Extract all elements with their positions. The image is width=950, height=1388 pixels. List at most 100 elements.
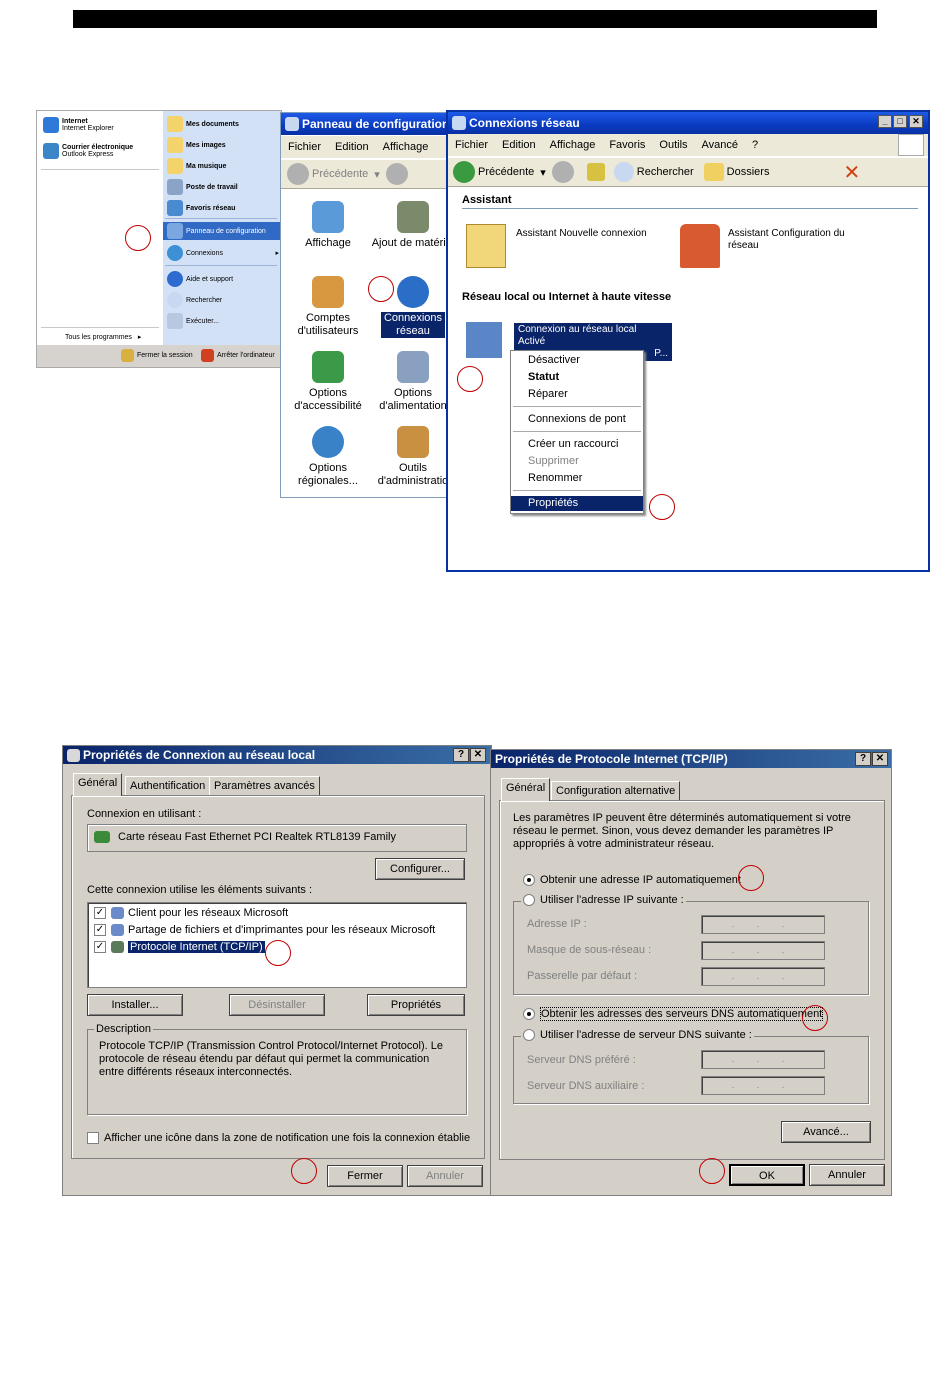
checkbox-unchecked[interactable] [87, 1132, 99, 1145]
back-arrow-icon[interactable] [453, 161, 475, 183]
close-button[interactable]: ✕ [909, 115, 923, 128]
start-item-help[interactable]: Aide et support [167, 271, 233, 287]
cp-item-display[interactable]: Affichage [286, 201, 370, 250]
checkbox-checked[interactable]: ✓ [94, 924, 106, 937]
ctx-delete[interactable]: Supprimer [528, 455, 579, 467]
radio-ip-manual[interactable]: Utiliser l'adresse IP suivante : [521, 894, 686, 907]
menu-edit[interactable]: Edition [335, 141, 369, 153]
maximize-button[interactable]: □ [893, 115, 907, 128]
start-item-search[interactable]: Rechercher [167, 292, 222, 308]
cp-item-admin-tools[interactable]: Outils d'administratio [371, 426, 455, 488]
back-arrow-icon[interactable] [287, 163, 309, 185]
menu-tools[interactable]: Outils [659, 139, 688, 151]
properties-button[interactable]: Propriétés [367, 994, 465, 1016]
start-item-my-music[interactable]: Ma musique [167, 158, 226, 174]
radio-dns-manual[interactable]: Utiliser l'adresse de serveur DNS suivan… [521, 1029, 754, 1042]
home-network-wizard-icon[interactable] [680, 224, 720, 268]
checkbox-checked[interactable]: ✓ [94, 907, 106, 920]
start-item-control-panel[interactable]: Panneau de configuration [163, 222, 281, 240]
ctx-status[interactable]: Statut [528, 371, 560, 383]
start-item-my-computer[interactable]: Poste de travail [167, 179, 238, 195]
show-icon-option[interactable]: Afficher une icône dans la zone de notif… [87, 1132, 470, 1145]
radio-unselected[interactable] [523, 1029, 535, 1042]
folder-up-icon[interactable] [586, 163, 605, 181]
radio-ip-auto[interactable]: Obtenir une adresse IP automatiquement [523, 874, 741, 887]
cp-item-regional-options[interactable]: Options régionales... [286, 426, 370, 488]
advanced-button[interactable]: Avancé... [781, 1121, 871, 1143]
start-item-network-places[interactable]: Favoris réseau [167, 200, 235, 216]
ok-button[interactable]: OK [729, 1164, 805, 1186]
list-item[interactable]: ✓Client pour les réseaux Microsoft [94, 907, 289, 920]
wizard-new-connection[interactable]: Assistant Nouvelle connexion [516, 228, 647, 239]
tab-general[interactable]: Général [501, 778, 551, 801]
close-button[interactable]: ✕ [872, 752, 888, 766]
menu-file[interactable]: Fichier [288, 141, 322, 153]
chevron-down-icon[interactable]: ▾ [374, 168, 380, 181]
configure-button[interactable]: Configurer... [375, 858, 465, 880]
ctx-rename[interactable]: Renommer [528, 472, 583, 484]
menu-view[interactable]: Affichage [382, 141, 429, 153]
menu-advanced[interactable]: Avancé [701, 139, 739, 151]
cancel-button[interactable]: Annuler [407, 1165, 483, 1187]
back-button[interactable]: Précédente [478, 166, 535, 178]
new-connection-wizard-icon[interactable] [466, 224, 506, 268]
start-item-run[interactable]: Exécuter... [167, 313, 219, 329]
radio-selected[interactable] [523, 874, 535, 887]
ctx-repair[interactable]: Réparer [528, 388, 568, 400]
search-button[interactable]: Rechercher [636, 166, 694, 178]
dns-preferred-field[interactable]: . . . [701, 1050, 825, 1069]
chevron-down-icon[interactable]: ▾ [540, 166, 546, 179]
folders-button[interactable]: Dossiers [726, 166, 770, 178]
folders-icon[interactable] [703, 163, 724, 181]
checkbox-checked[interactable]: ✓ [94, 941, 106, 954]
shutdown-button[interactable]: Arrêter l'ordinateur [201, 349, 275, 362]
start-item-connections[interactable]: Connexions▸ [167, 245, 279, 261]
ip-address-field[interactable]: . . . [701, 915, 825, 934]
radio-selected[interactable] [523, 1008, 535, 1021]
help-button[interactable]: ? [453, 748, 469, 762]
all-programs-button[interactable]: Tous les programmes▸ [65, 333, 142, 342]
dns-alternate-field[interactable]: . . . [701, 1076, 825, 1095]
ctx-shortcut[interactable]: Créer un raccourci [528, 438, 619, 450]
logoff-button[interactable]: Fermer la session [121, 349, 193, 362]
cp-item-accessibility[interactable]: Options d'accessibilité [286, 351, 370, 413]
cancel-button[interactable]: Annuler [809, 1164, 885, 1186]
cp-item-network-connections[interactable]: Connexions réseau [381, 276, 445, 338]
start-item-my-documents[interactable]: Mes documents [167, 116, 239, 132]
ctx-properties[interactable]: Propriétés [511, 496, 643, 511]
install-button[interactable]: Installer... [87, 994, 183, 1016]
cp-item-add-hardware[interactable]: Ajout de matériel [371, 201, 455, 250]
subnet-field[interactable]: . . . [701, 941, 825, 960]
help-button[interactable]: ? [855, 752, 871, 766]
cp-item-user-accounts[interactable]: Comptes d'utilisateurs [286, 276, 370, 338]
forward-arrow-icon[interactable] [385, 163, 408, 185]
menu-view[interactable]: Affichage [549, 139, 596, 151]
tab-authentication[interactable]: Authentification [125, 776, 211, 796]
tab-general[interactable]: Général [73, 773, 123, 796]
ctx-bridge[interactable]: Connexions de pont [528, 413, 626, 425]
menu-file[interactable]: Fichier [455, 139, 489, 151]
menu-favorites[interactable]: Favoris [609, 139, 646, 151]
forward-arrow-icon[interactable] [551, 161, 574, 183]
ctx-disable[interactable]: Désactiver [528, 354, 580, 366]
list-item[interactable]: ✓Partage de fichiers et d'imprimantes po… [94, 924, 436, 937]
close-button[interactable]: ✕ [470, 748, 486, 762]
back-button[interactable]: Précédente [312, 168, 369, 180]
radio-dns-auto[interactable]: Obtenir les adresses des serveurs DNS au… [523, 1007, 824, 1021]
start-item-my-pictures[interactable]: Mes images [167, 137, 226, 153]
delete-icon[interactable]: ✕ [843, 161, 861, 184]
minimize-button[interactable]: _ [878, 115, 892, 128]
menu-help[interactable]: ? [752, 139, 759, 151]
menu-edit[interactable]: Edition [502, 139, 536, 151]
cp-item-power-options[interactable]: Options d'alimentation [371, 351, 455, 413]
tab-advanced[interactable]: Paramètres avancés [209, 776, 320, 796]
list-item-tcpip[interactable]: ✓Protocole Internet (TCP/IP) [94, 941, 265, 954]
radio-unselected[interactable] [523, 894, 535, 907]
gateway-field[interactable]: . . . [701, 967, 825, 986]
search-icon[interactable] [613, 162, 634, 182]
uninstall-button[interactable]: Désinstaller [229, 994, 325, 1016]
tab-alternate-config[interactable]: Configuration alternative [551, 781, 681, 801]
wizard-home-network[interactable]: Assistant Configuration du réseau [728, 228, 845, 251]
